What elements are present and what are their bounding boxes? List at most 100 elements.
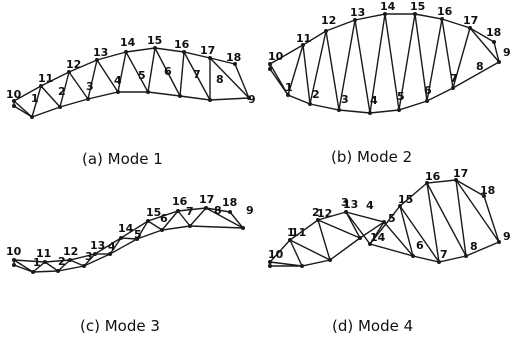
truss-node <box>286 93 290 97</box>
top-chord <box>269 179 485 263</box>
truss-node <box>425 99 429 103</box>
truss-node <box>288 238 292 242</box>
truss-node <box>135 237 139 241</box>
node-label: 7 <box>193 68 201 81</box>
vertical-member <box>87 59 98 100</box>
node-label: 11 <box>36 247 51 260</box>
truss-node <box>182 50 186 54</box>
vertical-member <box>109 237 122 255</box>
diagonal-member <box>426 182 467 257</box>
node-label: 8 <box>470 240 478 253</box>
node-label: 11 <box>38 72 53 85</box>
node-label: 7 <box>440 248 448 261</box>
truss-node <box>382 220 386 224</box>
node-label: 15 <box>398 193 413 206</box>
vertical-member <box>426 182 440 263</box>
truss-node <box>116 90 120 94</box>
node-label: 3 <box>86 80 94 93</box>
diagonal-member <box>13 259 34 273</box>
truss-node <box>228 210 232 214</box>
truss-node <box>58 105 62 109</box>
node-label: 13 <box>90 239 105 252</box>
truss-node <box>268 67 272 71</box>
truss-node <box>454 178 458 182</box>
diagonal-member <box>269 261 303 267</box>
node-label: 1 <box>33 256 41 269</box>
vertical-member <box>147 47 156 93</box>
vertical-member <box>309 30 327 105</box>
node-label: 16 <box>172 195 188 208</box>
vertical-member <box>229 211 244 229</box>
node-label: 13 <box>343 198 358 211</box>
caption-mode-4: (d) Mode 4 <box>332 317 413 335</box>
bottom-chord <box>269 61 500 114</box>
node-label: 6 <box>160 212 168 225</box>
truss-node <box>12 99 16 103</box>
truss-node <box>468 26 472 30</box>
node-label: 9 <box>246 204 254 217</box>
vertical-member <box>31 85 42 118</box>
diagonal-member <box>209 57 250 99</box>
node-label: 1 <box>31 92 39 105</box>
truss-node <box>316 218 320 222</box>
node-label: 17 <box>463 14 478 27</box>
truss-node <box>12 263 16 267</box>
vertical-member <box>455 179 467 257</box>
node-label: 13 <box>93 46 108 59</box>
diagonal-member <box>317 219 361 239</box>
vertical-member <box>369 221 385 245</box>
node-label: 4 <box>366 199 374 212</box>
diagonal-member <box>40 85 61 108</box>
vertical-member <box>317 219 331 261</box>
truss-node <box>497 240 501 244</box>
truss-node <box>31 270 35 274</box>
node-label: 10 <box>268 50 284 63</box>
truss-node <box>337 108 341 112</box>
truss-node <box>308 102 312 106</box>
truss-node <box>108 252 112 256</box>
vertical-member <box>483 195 500 243</box>
vertical-member <box>398 13 416 111</box>
diagonal-member <box>414 13 428 102</box>
truss-node <box>93 252 97 256</box>
node-label: 4 <box>108 240 116 253</box>
truss-node <box>482 194 486 198</box>
diagonal-member <box>354 19 371 114</box>
node-label: 17 <box>453 167 468 180</box>
truss-node <box>451 86 455 90</box>
diagonal-member <box>384 13 400 111</box>
node-label: 8 <box>214 204 222 217</box>
vertical-member <box>493 41 500 63</box>
truss-node <box>146 219 150 223</box>
truss-node <box>233 62 237 66</box>
truss-node <box>208 56 212 60</box>
truss-node <box>353 18 357 22</box>
node-label: 12 <box>321 14 336 27</box>
truss-node <box>425 181 429 185</box>
node-label: 17 <box>200 44 215 57</box>
truss-node <box>358 236 362 240</box>
node-label: 14 <box>120 36 136 49</box>
truss-node <box>411 254 415 258</box>
vertical-member <box>83 253 96 267</box>
truss-node <box>12 258 16 262</box>
node-label: 11 <box>296 32 311 45</box>
node-label: 5 <box>138 69 146 82</box>
truss-node <box>241 226 245 230</box>
node-label: 3 <box>85 250 93 263</box>
truss-node <box>160 228 164 232</box>
truss-node <box>86 97 90 101</box>
vertical-member <box>32 261 46 273</box>
truss-node <box>56 269 60 273</box>
truss-node <box>146 90 150 94</box>
truss-node <box>344 210 348 214</box>
vertical-member <box>59 71 70 108</box>
node-label: 2 <box>58 85 66 98</box>
node-label: 5 <box>388 212 396 225</box>
caption-mode-2: (b) Mode 2 <box>331 148 412 166</box>
vertical-member <box>287 44 304 96</box>
truss-node <box>413 12 417 16</box>
node-label: 4 <box>114 74 122 87</box>
diagonal-member <box>96 59 119 93</box>
